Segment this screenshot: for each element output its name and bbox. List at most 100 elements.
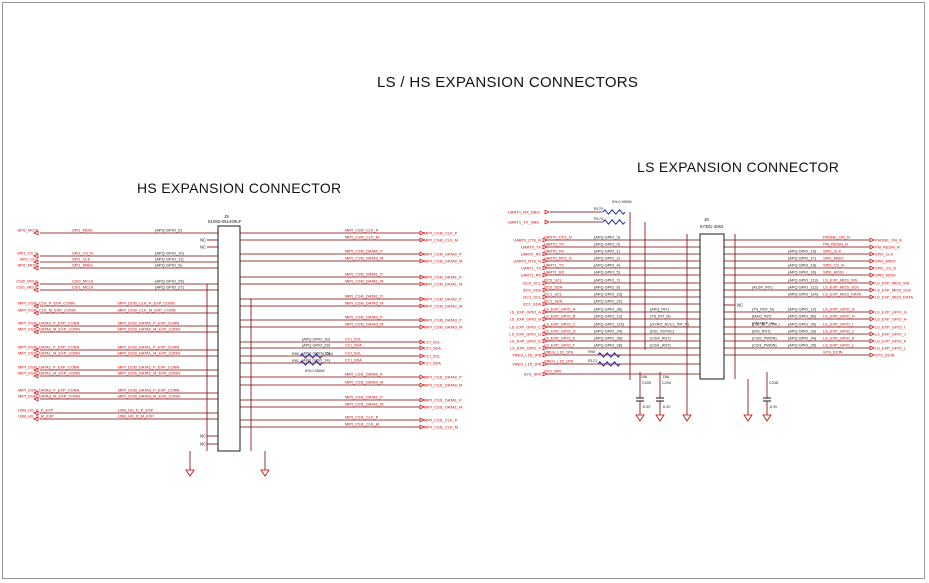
ls-right-port <box>869 272 875 278</box>
hs-left-net-label: CSI1_MCLK <box>16 285 38 290</box>
hs-right-port <box>419 404 425 410</box>
ls-left-port-label: UART1_RX <box>521 272 542 277</box>
hs-right-port <box>419 317 425 323</box>
hs-connector-ref: J9 <box>224 214 229 219</box>
ls-right-port-label: SPI0_CS_N <box>875 265 896 270</box>
hs-right-port-label: MIPI_CSI1_CLK_P <box>424 417 458 422</box>
ls-left-gpio: (APQ GPIO_5) <box>594 270 621 275</box>
ls-right-port <box>869 251 875 257</box>
hs-ground-left <box>185 469 195 477</box>
hs-resistor-dni: 0_DNI <box>322 352 333 356</box>
hs-left-gpio: (APQ GPIO_26) <box>155 278 185 283</box>
hs-left-net-label-inner: MIPI_DSI0_DATA2_P_EXP_CONN <box>118 364 179 369</box>
hs-left-net-label: MIPI_DSI0_DATA3_P_EXP_CONN <box>18 388 79 393</box>
hs-connector-body <box>217 225 241 452</box>
hs-left-gpio: (APQ GPIO_9) <box>155 262 182 267</box>
ls-left-net-label: VREG_L16_1P8 <box>544 350 573 355</box>
hs-right-net-label: MIPI_CSI0_DATA2_P <box>345 293 383 298</box>
ls-mid-label: (CSI0_RST) <box>650 337 671 341</box>
ls-connector-body <box>699 233 725 380</box>
hs-left-net-label: USB_HS_D_P_EXP <box>18 408 54 413</box>
ls-right-mid-label: (MAG_INT) <box>752 315 772 319</box>
hs-right-net-label: MIPI_CSI1_DATA0_M <box>345 379 383 384</box>
hs-right-net-label: MIPI_CSI0_DATA0_M <box>345 255 383 260</box>
ls-right-port-label: PM_RESIN_N <box>875 244 900 249</box>
ls-right-port <box>869 294 875 300</box>
ls-right-port-label: LS_EXP_MI2S_WS <box>875 280 910 285</box>
hs-right-port-label: MIPI_CSI0_DATA3_M <box>424 324 462 329</box>
ls-left-port <box>542 294 548 300</box>
hs-left-port <box>33 416 39 422</box>
hs-left-net-label: MIPI_DSI0_DATA1_P_EXP_CONN <box>18 345 79 350</box>
hs-left-port <box>33 323 39 329</box>
hs-left-port <box>33 287 39 293</box>
ls-right-net-label: SYS_DCIN <box>823 350 843 355</box>
hs-left-net-label: MIPI_DSI0_CLK_P_EXP_CONN <box>18 301 75 306</box>
hs-right-port <box>419 258 425 264</box>
ls-uart-input-label: UART1_TX_DBG <box>508 219 539 224</box>
ls-left-port-label: VREG_L16_1P8 <box>512 352 541 357</box>
hs-right-port-label: MIPI_CSI0_DATA1_M <box>424 281 462 286</box>
hs-right-port <box>419 296 425 302</box>
ls-cap-ground <box>655 414 665 422</box>
ls-left-port <box>542 237 548 243</box>
hs-right-net-label: MIPI_CSI1_DATA1_M <box>345 401 383 406</box>
ls-right-mid-label: (CSI1_PWDN) <box>752 344 777 348</box>
hs-connector-title: HS EXPANSION CONNECTOR <box>137 180 342 196</box>
ls-right-net-label: LS_EXP_MI2S_DATA <box>823 292 861 297</box>
ls-right-gpio: (APQ GPIO_26) <box>788 322 817 327</box>
ls-left-net-label: VREG_L15_1P8 <box>544 359 573 364</box>
hs-resistor-value: 5%,0.050W <box>305 369 325 373</box>
hs-right-port <box>419 303 425 309</box>
ls-left-port-label: UART1_TX <box>521 265 541 270</box>
ls-left-port <box>542 331 548 337</box>
ls-resistor-ref: R121 <box>588 359 597 363</box>
ls-right-net-label: LS_EXP_GPIO_G <box>823 307 855 312</box>
hs-left-gpio: (APQ GPIO_11) <box>155 256 184 261</box>
hs-left-net-label-inner: USB_HS_D_P_EXP <box>118 407 154 412</box>
hs-left-gpio: (APQ GPIO_27) <box>155 284 185 289</box>
ls-right-net-label: SPI0_CLK <box>823 249 842 254</box>
ls-right-port <box>869 324 875 330</box>
ls-left-port-label: LS_EXP_GPIO_A <box>510 309 542 314</box>
ls-left-gpio: (APQ GPIO_13) <box>594 314 623 319</box>
ls-right-net-label: LS_EXP_MI2S_SCK <box>823 285 860 290</box>
hs-left-gpio: (APQ GPIO_0) <box>155 227 182 232</box>
ls-mid-label: (APQ_INT) <box>650 308 670 312</box>
ls-right-gpio: (APQ GPIO_18) <box>788 263 817 268</box>
hs-right-port-label: CCI_SDA <box>424 360 441 365</box>
ls-right-gpio: (APQ GPIO_113) <box>788 278 819 283</box>
hs-right-port-label: MIPI_CSI0_DATA1_P <box>424 274 462 279</box>
ls-left-net-label: UART0_TX <box>544 242 564 247</box>
ls-uart-res-ref: R170 <box>594 207 603 211</box>
ls-mid-label: (DSI_VSYNC) <box>650 330 675 334</box>
ls-left-port-label: LS_EXP_GPIO_F <box>510 345 542 350</box>
ls-right-port-label: SPI0_MISO <box>875 258 896 263</box>
ls-left-port-label: UART0_CTS_N <box>513 237 541 242</box>
hs-right-port-label: CCI_SDA <box>424 345 441 350</box>
ls-left-port <box>542 371 548 377</box>
ls-resistor-ref: R90 <box>588 350 595 354</box>
ls-left-gpio: (APQ GPIO_35) <box>594 336 623 341</box>
ls-right-net-label: PHONE_ON_N <box>823 235 850 240</box>
hs-left-net-label: MIPI_DSI0_DATA1_M_EXP_CONN <box>18 351 80 356</box>
ls-left-gpio: (APQ GPIO_6) <box>594 285 621 290</box>
ls-left-net-label: I2C0_SCL <box>544 278 563 283</box>
ls-right-net-label: SPI0_CS_N <box>823 263 844 268</box>
hs-left-net-label-inner: MIPI_DSI0_DATA0_P_EXP_CONN <box>118 320 179 325</box>
hs-nc-label: NC <box>200 237 206 242</box>
ls-right-gpio: (APQ GPIO_112) <box>788 285 819 290</box>
ls-left-gpio: (APQ GPIO_1) <box>594 249 621 254</box>
hs-nc-label: NC <box>200 433 206 438</box>
ls-left-port-label: UART0_RTS_N <box>513 258 541 263</box>
ls-uart-res-ref: R174 <box>594 217 603 221</box>
hs-left-port <box>33 396 39 402</box>
ls-right-gpio: (APQ GPIO_17) <box>788 256 817 261</box>
hs-ground-right <box>260 469 270 477</box>
ls-right-gpio: (APQ GPIO_114) <box>788 292 819 297</box>
ls-right-port <box>869 316 875 322</box>
ls-left-gpio: (APQ GPIO_36) <box>594 307 623 312</box>
ls-left-port <box>542 352 548 358</box>
hs-right-port-label: MIPI_CSI0_DATA3_P <box>424 317 462 322</box>
